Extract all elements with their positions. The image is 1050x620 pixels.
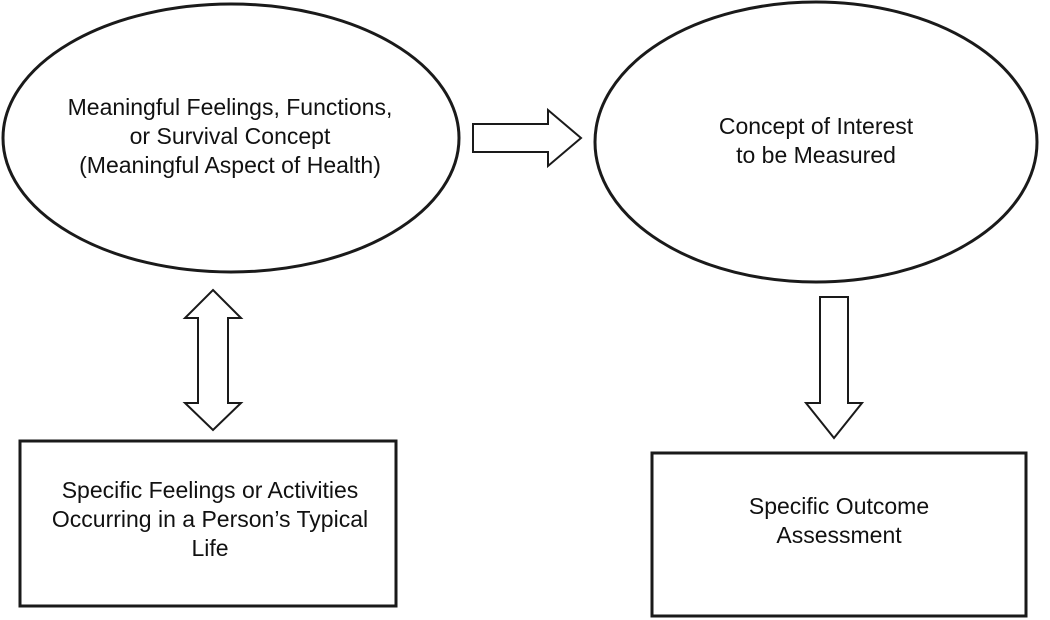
health-concept-ellipse bbox=[1, 2, 461, 274]
concept-of-interest-line-1: Concept of Interest bbox=[718, 113, 914, 139]
concept-of-interest-text: Concept of Interest to be Measured bbox=[612, 110, 1020, 172]
specific-feelings-line-3: Life bbox=[191, 534, 229, 561]
health-concept-text: Meaningful Feelings, Functions, or Survi… bbox=[10, 90, 450, 182]
concept-of-interest-ellipse bbox=[593, 0, 1039, 284]
health-concept-line-3: (Meaningful Aspect of Health) bbox=[79, 151, 381, 178]
outcome-assessment-line-1: Specific Outcome bbox=[748, 493, 930, 519]
concept-of-interest-line-2: to be Measured bbox=[736, 142, 896, 168]
outcome-assessment-text: Specific Outcome Assessment bbox=[652, 490, 1026, 552]
specific-feelings-line-2: Occurring in a Person’s Typical bbox=[51, 505, 369, 532]
specific-feelings-text: Specific Feelings or Activities Occurrin… bbox=[24, 474, 396, 564]
outcome-assessment-box bbox=[650, 451, 1028, 618]
double-arrow bbox=[182, 288, 244, 432]
right-arrow bbox=[472, 107, 583, 169]
specific-feelings-line-1: Specific Feelings or Activities bbox=[61, 476, 359, 503]
health-concept-line-2: or Survival Concept bbox=[129, 122, 331, 149]
health-concept-line-1: Meaningful Feelings, Functions, bbox=[67, 93, 393, 120]
outcome-assessment-line-2: Assessment bbox=[776, 522, 902, 548]
specific-feelings-box bbox=[18, 439, 398, 608]
down-arrow bbox=[803, 296, 865, 440]
